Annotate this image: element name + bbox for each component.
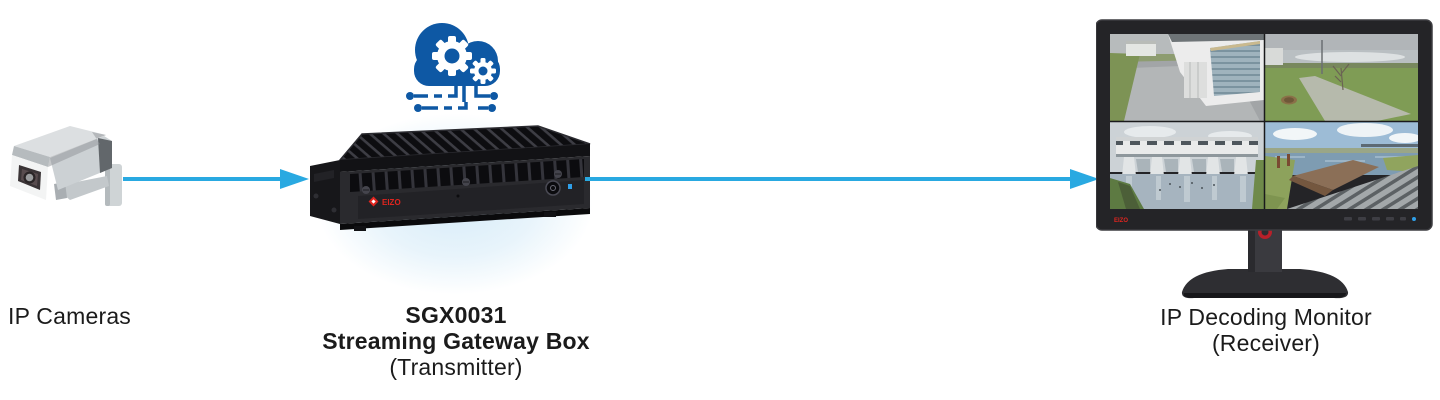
box-heatsink-top xyxy=(340,126,590,160)
camera-label: IP Cameras xyxy=(8,303,131,329)
box-left-screw xyxy=(313,193,319,199)
camera-sunshield-top xyxy=(14,126,106,157)
box-vent-band xyxy=(350,159,584,192)
camera-sunshield-shade xyxy=(48,132,106,167)
gateway-brand-logo: EIZO xyxy=(368,196,401,207)
camera-sunshield-lip xyxy=(12,146,50,167)
box-screw-slots xyxy=(363,173,561,191)
monitor-label: IP Decoding Monitor (Receiver) xyxy=(1090,304,1440,356)
gateway-name-text: Streaming Gateway Box xyxy=(322,328,590,354)
power-button-icon xyxy=(545,180,561,196)
streaming-gateway-box-device: EIZO xyxy=(310,125,591,231)
box-left-slot xyxy=(314,170,334,182)
gateway-role-text: (Transmitter) xyxy=(389,354,523,380)
monitor-role-text: (Receiver) xyxy=(1211,330,1321,356)
quad-cam-4-waterway xyxy=(1265,122,1418,209)
camera-arm xyxy=(58,176,109,200)
power-glyph xyxy=(550,185,556,191)
box-left-face xyxy=(310,160,340,224)
monitor-power-led xyxy=(1412,217,1416,221)
gear-large-icon xyxy=(432,36,472,76)
circuit-traces-icon xyxy=(414,84,490,110)
camera-body-side xyxy=(50,136,112,190)
box-left-screw xyxy=(331,207,337,213)
gear-small-icon xyxy=(470,58,496,84)
camera-label-text: IP Cameras xyxy=(8,303,132,329)
circuit-nodes xyxy=(406,92,498,112)
monitor-control-buttons xyxy=(1344,217,1406,221)
quad-view-monitor: EIZO xyxy=(1096,19,1433,299)
arrow-head-icon xyxy=(280,169,309,189)
box-pinhole xyxy=(456,194,460,198)
cloud-gears-icon xyxy=(406,23,500,112)
quad-cam-3-dam xyxy=(1110,122,1264,209)
arrow-head-icon xyxy=(1070,169,1099,189)
box-foot xyxy=(354,226,366,231)
gateway-label: SGX0031 Streaming Gateway Box (Transmitt… xyxy=(280,302,632,380)
arrow-gateway-to-monitor xyxy=(585,169,1099,189)
quad-cam-1-building xyxy=(1110,34,1264,121)
box-bottom xyxy=(340,208,590,230)
quad-cam-2-field xyxy=(1265,34,1418,121)
gateway-model-text: SGX0031 xyxy=(405,302,507,328)
box-foot xyxy=(544,212,556,217)
dam-piers xyxy=(1122,157,1248,176)
camera-lens-icon xyxy=(25,173,34,182)
monitor-stand xyxy=(1181,224,1349,299)
box-heatsink-lip xyxy=(340,144,590,172)
camera-body-rear xyxy=(98,138,112,173)
arrow-camera-to-gateway xyxy=(123,169,309,189)
cctv-camera-icon xyxy=(10,126,122,206)
gateway-brand-text: EIZO xyxy=(382,198,401,207)
power-led xyxy=(568,184,572,189)
monitor-brand-logo: EIZO xyxy=(1114,218,1128,224)
monitor-brand-text: EIZO xyxy=(1114,218,1128,224)
monitor-screen-quad xyxy=(1110,34,1418,209)
monitor-label-text: IP Decoding Monitor xyxy=(1160,304,1372,330)
box-front-panel xyxy=(358,180,584,219)
